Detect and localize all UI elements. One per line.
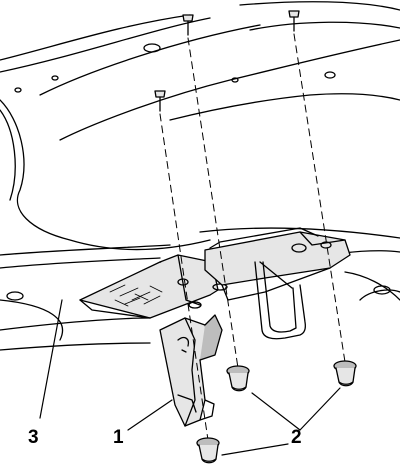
callout-1: 1 bbox=[113, 427, 124, 448]
latch-catch bbox=[159, 314, 223, 427]
callout-3: 3 bbox=[28, 427, 39, 448]
assembly-lines bbox=[159, 33, 346, 441]
clip-nut-lower bbox=[196, 437, 220, 464]
screw-top-right bbox=[288, 10, 300, 32]
callout-2: 2 bbox=[291, 427, 302, 448]
clip-nut-right bbox=[333, 360, 357, 387]
hood-panel bbox=[0, 1, 400, 351]
clip-nut-center bbox=[226, 365, 250, 392]
leader-lines bbox=[39, 299, 341, 456]
lock-bracket bbox=[79, 254, 228, 319]
screw-top-center bbox=[182, 14, 194, 36]
screw-top-left bbox=[154, 90, 166, 112]
upper-bracket bbox=[204, 227, 351, 340]
